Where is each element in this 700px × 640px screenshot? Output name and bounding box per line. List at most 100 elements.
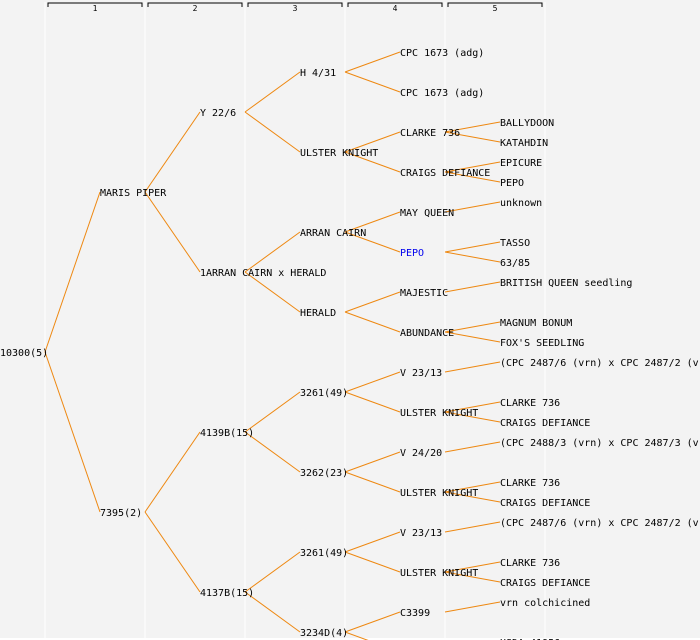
pedigree-node: 3261(49) — [300, 548, 348, 559]
pedigree-node: ABUNDANCE — [400, 328, 454, 339]
pedigree-node: 63/85 — [500, 258, 530, 269]
generation-label: 5 — [493, 4, 498, 13]
pedigree-edge — [144, 431, 201, 513]
pedigree-node: ARRAN CAIRN — [300, 228, 366, 239]
pedigree-node: 3234D(4) — [300, 628, 348, 639]
pedigree-node: V 23/13 — [400, 368, 442, 379]
pedigree-edge — [444, 571, 501, 583]
pedigree-edge — [344, 391, 401, 413]
pedigree-node: USDA 41956 — [500, 638, 560, 640]
pedigree-node: (CPC 2487/6 (vrn) x CPC 2487/2 (vrn)) — [500, 518, 700, 529]
pedigree-edge — [444, 241, 501, 253]
pedigree-node: 4139B(15) — [200, 428, 254, 439]
pedigree-node: KATAHDIN — [500, 138, 548, 149]
pedigree-node: CRAIGS DEFIANCE — [500, 578, 590, 589]
pedigree-edge — [144, 191, 201, 273]
pedigree-edge — [444, 131, 501, 143]
generation-bracket — [47, 2, 143, 7]
pedigree-edge — [144, 511, 201, 593]
pedigree-edge — [44, 191, 101, 353]
pedigree-edge — [44, 351, 101, 513]
generation-bracket — [347, 2, 443, 7]
pedigree-node: CRAIGS DEFIANCE — [500, 418, 590, 429]
pedigree-node: 3261(49) — [300, 388, 348, 399]
pedigree-node: FOX'S SEEDLING — [500, 338, 584, 349]
generation-bracket — [147, 2, 243, 7]
pedigree-node: 3262(23) — [300, 468, 348, 479]
pedigree-edge — [444, 441, 501, 453]
pedigree-edge — [444, 491, 501, 503]
pedigree-node: V 24/20 — [400, 448, 442, 459]
pedigree-edge — [344, 451, 401, 473]
pedigree-node: 4137B(15) — [200, 588, 254, 599]
pedigree-edge — [344, 371, 401, 393]
pedigree-edge — [444, 201, 501, 213]
pedigree-edge — [344, 151, 401, 173]
pedigree-edge — [344, 471, 401, 493]
pedigree-node: MAY QUEEN — [400, 208, 454, 219]
pedigree-edge — [444, 161, 501, 173]
pedigree-node: CLARKE 736 — [500, 398, 560, 409]
pedigree-node: V 23/13 — [400, 528, 442, 539]
pedigree-edge — [444, 251, 501, 263]
generation-bracket — [447, 2, 543, 7]
pedigree-edge — [444, 171, 501, 183]
pedigree-node: EPICURE — [500, 158, 542, 169]
generation-label: 3 — [293, 4, 298, 13]
pedigree-node: ULSTER KNIGHT — [400, 488, 478, 499]
pedigree-node: unknown — [500, 198, 542, 209]
pedigree-edge — [344, 131, 401, 153]
pedigree-node: C3399 — [400, 608, 430, 619]
generation-label: 1 — [93, 4, 98, 13]
generation-columns — [44, 2, 546, 638]
pedigree-edge — [444, 601, 501, 613]
pedigree-edge — [344, 71, 401, 93]
pedigree-node: Y 22/6 — [200, 108, 236, 119]
pedigree-edge — [344, 631, 369, 640]
pedigree-edge — [344, 531, 401, 553]
pedigree-node: CPC 1673 (adg) — [400, 48, 484, 59]
generation-label: 4 — [393, 4, 398, 13]
pedigree-node: BRITISH QUEEN seedling — [500, 278, 632, 289]
pedigree-node: H 4/31 — [300, 68, 336, 79]
pedigree-link[interactable]: PEPO — [400, 248, 424, 259]
pedigree-node: vrn colchicined — [500, 598, 590, 609]
pedigree-node: ULSTER KNIGHT — [400, 408, 478, 419]
pedigree-edge — [244, 111, 301, 153]
pedigree-edge — [444, 121, 501, 133]
pedigree-node: ULSTER KNIGHT — [400, 568, 478, 579]
pedigree-edge — [344, 611, 401, 633]
pedigree-node: CRAIGS DEFIANCE — [400, 168, 490, 179]
pedigree-node: CLARKE 736 — [500, 558, 560, 569]
pedigree-node: BALLYDOON — [500, 118, 554, 129]
pedigree-edge — [344, 291, 401, 313]
pedigree-edge — [444, 361, 501, 373]
pedigree-edge — [444, 481, 501, 493]
pedigree-edge — [344, 231, 401, 253]
pedigree-node: CPC 1673 (adg) — [400, 88, 484, 99]
pedigree-node: CLARKE 736 — [400, 128, 460, 139]
pedigree-edge — [444, 561, 501, 573]
pedigree-node: (CPC 2487/6 (vrn) x CPC 2487/2 (vrn)) — [500, 358, 700, 369]
pedigree-node: (CPC 2488/3 (vrn) x CPC 2487/3 (vrn)) — [500, 438, 700, 449]
pedigree-edge — [244, 231, 301, 273]
pedigree-edge — [444, 401, 501, 413]
pedigree-node: 7395(2) — [100, 508, 142, 519]
pedigree-node: TASSO — [500, 238, 530, 249]
pedigree-edge — [344, 211, 401, 233]
pedigree-node: MARIS PIPER — [100, 188, 167, 199]
pedigree-node: 1ARRAN CAIRN x HERALD — [200, 268, 326, 279]
pedigree-edge — [344, 51, 401, 73]
pedigree-edge — [444, 331, 501, 343]
pedigree-edge — [244, 551, 301, 593]
pedigree-node: ULSTER KNIGHT — [300, 148, 378, 159]
pedigree-node: HERALD — [300, 308, 336, 319]
pedigree-node: MAJESTIC — [400, 288, 448, 299]
pedigree-node: MAGNUM BONUM — [500, 318, 572, 329]
pedigree-node: CRAIGS DEFIANCE — [500, 498, 590, 509]
pedigree-edge — [244, 71, 301, 113]
